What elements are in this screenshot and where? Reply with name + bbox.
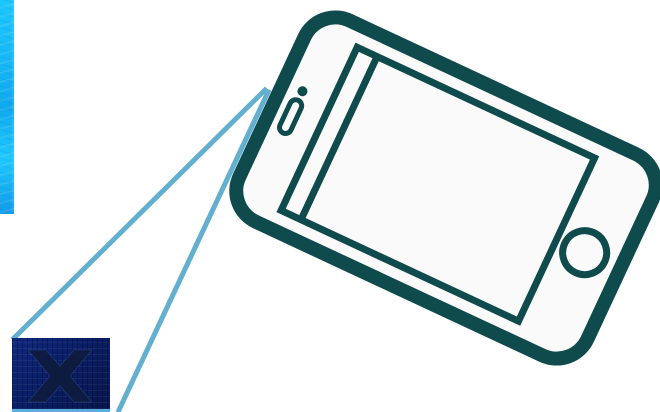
illustration-scene [0,0,660,412]
smartphone-icon [0,0,660,412]
